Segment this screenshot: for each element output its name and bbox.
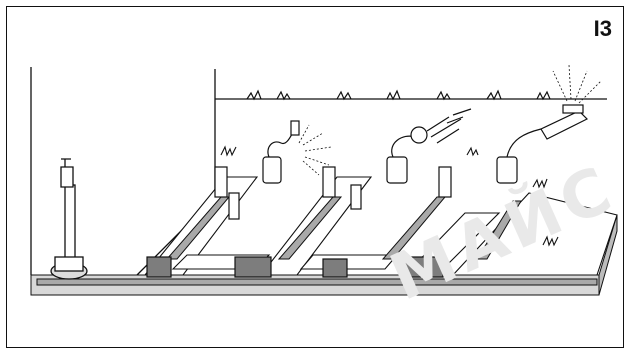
- pop-up-sprinkler-icon: [214, 166, 452, 220]
- figure-label: I3: [593, 16, 612, 41]
- oscillating-sprinkler-icon: [506, 104, 589, 158]
- grass-line: [246, 89, 551, 101]
- grass-tuft-icon: [220, 145, 559, 247]
- faucet-icon: [50, 158, 88, 280]
- irrigation-diagram: [30, 64, 618, 296]
- spray-lines: [298, 64, 602, 176]
- rotary-sprinkler-icon: [262, 108, 518, 184]
- figure-frame: [6, 6, 624, 348]
- pipe-channels: [36, 196, 598, 286]
- valve-box-icon: [146, 256, 444, 278]
